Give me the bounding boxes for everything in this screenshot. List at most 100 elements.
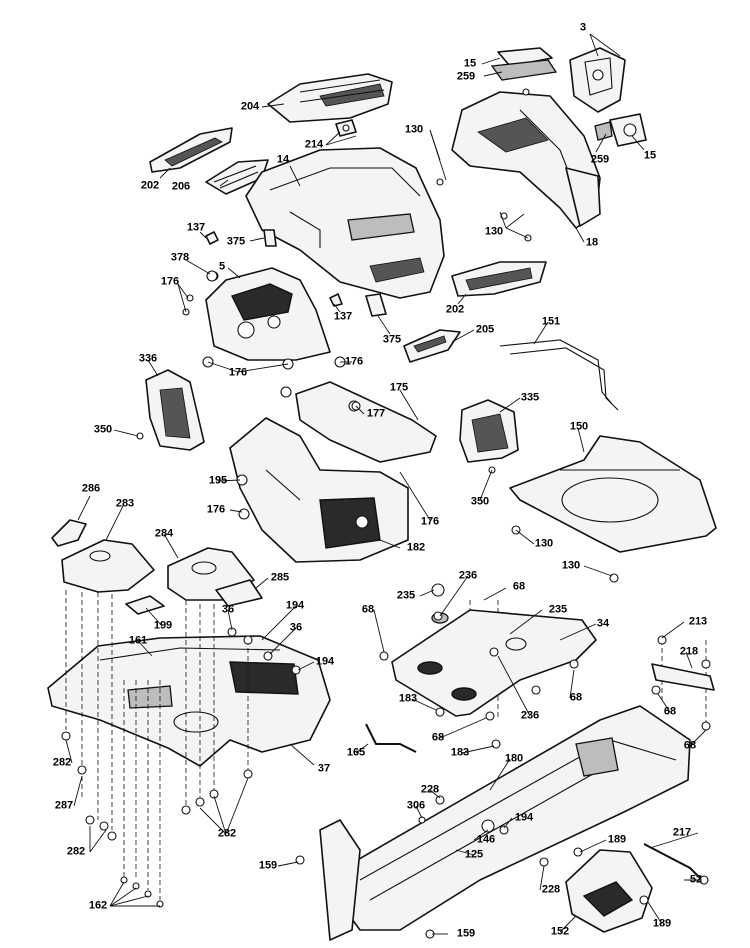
callout-15: 15	[463, 57, 477, 70]
side-vent-202-left	[149, 127, 233, 173]
callout-68: 68	[361, 603, 375, 616]
callout-130: 130	[404, 123, 424, 136]
pan-34	[391, 609, 597, 717]
callout-285: 285	[270, 571, 290, 584]
callout-189: 189	[652, 917, 672, 930]
callout-130: 130	[484, 225, 504, 238]
callout-52: 52	[689, 873, 703, 886]
callout-378: 378	[170, 251, 190, 264]
callout-282: 282	[217, 827, 237, 840]
callout-152: 152	[550, 925, 570, 938]
callout-165: 165	[346, 746, 366, 759]
callout-335: 335	[520, 391, 540, 404]
callout-259: 259	[456, 70, 476, 83]
hood-body-14	[245, 147, 445, 299]
floor-pan-150	[509, 435, 717, 553]
callout-5: 5	[218, 260, 226, 273]
callout-176: 176	[228, 366, 248, 379]
callout-176: 176	[420, 515, 440, 528]
callout-286: 286	[81, 482, 101, 495]
dash-5	[205, 267, 331, 361]
callout-36: 36	[221, 603, 235, 616]
console-175	[295, 381, 437, 463]
frame-180	[319, 705, 691, 941]
bracket-199	[125, 595, 165, 615]
callout-130: 130	[534, 537, 554, 550]
clip-137-a	[205, 231, 219, 245]
leader-lines	[65, 33, 707, 935]
callout-151: 151	[541, 315, 561, 328]
callout-182: 182	[406, 541, 426, 554]
callout-306: 306	[406, 799, 426, 812]
callout-336: 336	[138, 352, 158, 365]
callout-159: 159	[258, 859, 278, 872]
callout-204: 204	[240, 100, 260, 113]
side-panel-336	[145, 369, 205, 451]
dash-panel-right	[490, 47, 647, 147]
callout-235: 235	[548, 603, 568, 616]
callout-175: 175	[389, 381, 409, 394]
callout-183: 183	[398, 692, 418, 705]
callout-214: 214	[304, 138, 324, 151]
callout-68: 68	[512, 580, 526, 593]
callout-282: 282	[66, 845, 86, 858]
callout-195: 195	[208, 474, 228, 487]
callout-218: 218	[679, 645, 699, 658]
callout-236: 236	[458, 569, 478, 582]
side-vent-202-right	[451, 261, 547, 297]
callout-146: 146	[476, 833, 496, 846]
callout-161: 161	[128, 634, 148, 647]
vent-206	[205, 159, 269, 195]
cover-286	[51, 519, 87, 547]
callout-34: 34	[596, 617, 610, 630]
callout-375: 375	[382, 333, 402, 346]
callout-236: 236	[520, 709, 540, 722]
rod-165	[365, 723, 417, 753]
callout-205: 205	[475, 323, 495, 336]
callout-14: 14	[276, 153, 290, 166]
side-panel-335	[459, 399, 519, 463]
callout-176: 176	[206, 503, 226, 516]
callout-176: 176	[344, 355, 364, 368]
callout-202: 202	[445, 303, 465, 316]
callout-130: 130	[561, 559, 581, 572]
rod-217	[643, 843, 705, 883]
callout-162: 162	[88, 899, 108, 912]
callout-284: 284	[154, 527, 174, 540]
callout-228: 228	[541, 883, 561, 896]
cover-285	[215, 579, 263, 607]
callout-36: 36	[289, 621, 303, 634]
callout-282: 282	[52, 756, 72, 769]
callout-137: 137	[186, 221, 206, 234]
fender-37	[47, 635, 331, 767]
callout-350: 350	[470, 495, 490, 508]
callout-283: 283	[115, 497, 135, 510]
callout-189: 189	[607, 833, 627, 846]
callout-259: 259	[590, 153, 610, 166]
callout-125: 125	[464, 848, 484, 861]
bracket-214	[335, 119, 357, 137]
callout-206: 206	[171, 180, 191, 193]
bracket-218	[651, 663, 715, 691]
bracket-151	[499, 339, 619, 411]
callout-202: 202	[140, 179, 160, 192]
callout-194: 194	[315, 655, 335, 668]
nose-grille-18	[451, 91, 601, 229]
callout-3: 3	[579, 21, 587, 34]
callout-68: 68	[431, 731, 445, 744]
callout-15: 15	[643, 149, 657, 162]
callout-137: 137	[333, 310, 353, 323]
callout-159: 159	[456, 927, 476, 940]
callout-194: 194	[514, 811, 534, 824]
panel-375-a	[263, 229, 277, 247]
callout-228: 228	[420, 783, 440, 796]
callout-183: 183	[450, 746, 470, 759]
callout-150: 150	[569, 420, 589, 433]
callout-375: 375	[226, 235, 246, 248]
callout-180: 180	[504, 752, 524, 765]
panel-375-b	[365, 293, 387, 317]
clip-137-b	[329, 293, 343, 307]
fender-panel-283	[61, 539, 155, 593]
callout-68: 68	[683, 739, 697, 752]
